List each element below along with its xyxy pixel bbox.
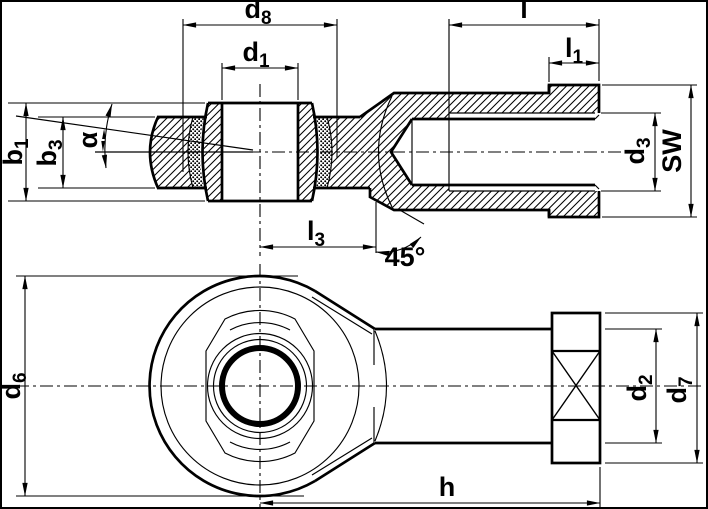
- dim-d8: d8: [182, 0, 338, 172]
- ball-silhouette: [201, 102, 319, 202]
- dim-label-sw: SW: [657, 129, 687, 173]
- ball-bore-circle: [219, 345, 301, 427]
- bore-minor-and-cone: [389, 117, 595, 187]
- ball-bore-lines: [220, 103, 300, 201]
- dim-label-d3: d3: [620, 137, 655, 164]
- swage-boss-outline: [205, 309, 315, 463]
- dim-label-b1: b1: [0, 138, 33, 166]
- alpha-tilted-line: [15, 115, 254, 151]
- dim-b1: b1: [0, 102, 205, 202]
- dim-label-d2: d2: [622, 374, 657, 401]
- seat-arcs: [187, 116, 333, 189]
- head-circle-outline: [148, 274, 316, 498]
- dim-l1: l1: [548, 33, 600, 82]
- head-outer-arc: [148, 116, 160, 189]
- head-chamfer-circle: [160, 286, 360, 486]
- hex-end-block: [550, 311, 602, 465]
- dim-h: h: [259, 467, 601, 508]
- bore-chamfer: [594, 114, 600, 190]
- head-shank-tangents: [314, 289, 376, 483]
- dim-l: l: [448, 0, 600, 81]
- dim-d2: d2: [605, 328, 662, 444]
- dim-label-d8: d8: [244, 0, 271, 29]
- hex-block-inner-lines: [552, 349, 600, 422]
- neck-visible-edges: [373, 329, 387, 443]
- plan-view: [16, 264, 704, 507]
- side-section-view: [15, 19, 640, 256]
- neck-curve: [378, 95, 393, 208]
- dim-d7: d7: [605, 312, 703, 464]
- dim-label-l3: l3: [307, 216, 325, 251]
- dim-d6: d6: [0, 275, 304, 497]
- dim-label-b3: b3: [32, 139, 67, 166]
- ball-flat-circle: [206, 332, 314, 440]
- dim-label-d7: d7: [662, 376, 697, 403]
- alpha-arc: [101, 103, 113, 169]
- dim-l3: l3: [259, 202, 377, 253]
- dim-label-d6: d6: [0, 372, 31, 399]
- dim-d3: d3: [601, 112, 661, 192]
- ball-flats: [208, 101, 312, 203]
- thread-major-lines: [411, 112, 595, 192]
- alpha-arrow-lower: [101, 141, 105, 152]
- dim-d1: d1: [221, 37, 299, 100]
- shank-tube-lines: [375, 327, 552, 445]
- flat-surface-cross: [551, 350, 601, 421]
- alpha-arrow-upper: [102, 128, 106, 139]
- dim-label-l: l: [520, 0, 528, 24]
- dim-label-alpha: α: [73, 131, 103, 148]
- housing-shank-section: [327, 85, 599, 217]
- bore-chamfer-circle: [212, 338, 308, 434]
- dim-45deg: 45°: [375, 208, 426, 272]
- dim-label-h: h: [439, 472, 456, 502]
- dim-label-d1: d1: [242, 37, 270, 72]
- tangent-chamfer-lines: [311, 296, 373, 476]
- dim-sw: SW: [602, 84, 697, 218]
- boss-inner-arcs: [229, 321, 291, 451]
- dim-b3: b3: [32, 116, 155, 189]
- dim-label-45deg: 45°: [385, 242, 426, 272]
- dim-label-l1: l1: [565, 33, 584, 68]
